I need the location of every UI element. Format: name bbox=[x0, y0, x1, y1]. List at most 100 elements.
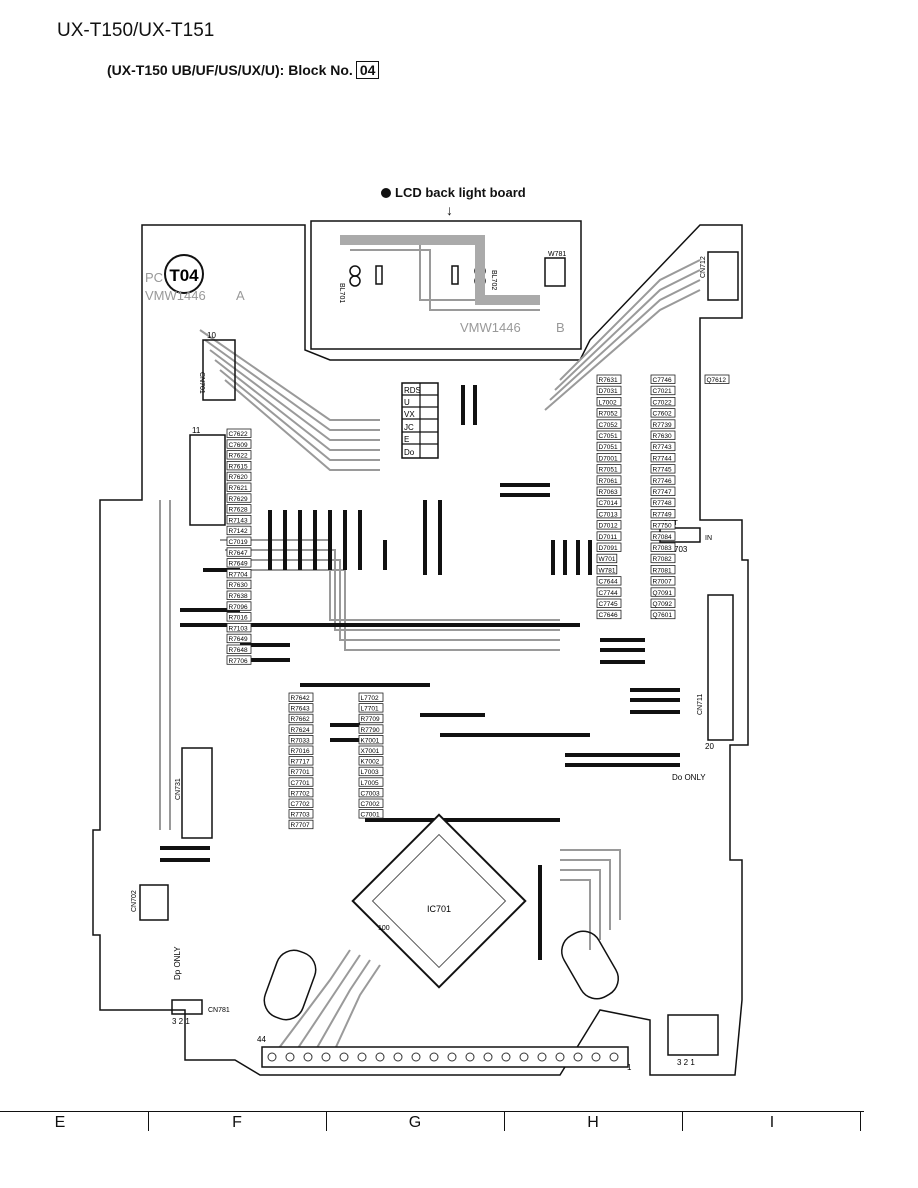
cn711-label: CN711 bbox=[697, 694, 704, 715]
part-label-box bbox=[288, 777, 314, 787]
cn781-label: CN781 bbox=[208, 1007, 230, 1014]
part-label-box bbox=[288, 713, 314, 724]
part-label: R7103 bbox=[229, 625, 249, 632]
part-label-box bbox=[358, 724, 384, 734]
part-label: C7622 bbox=[229, 431, 249, 438]
cn702-connector bbox=[139, 884, 169, 921]
part-label: R7647 bbox=[229, 550, 249, 557]
grid-separator bbox=[860, 1111, 861, 1131]
part-label-box bbox=[596, 609, 622, 620]
part-label-box bbox=[650, 609, 676, 620]
part-label: R7631 bbox=[599, 377, 619, 384]
part-label-box bbox=[650, 587, 676, 597]
cn731-connector bbox=[181, 747, 213, 839]
note-dp-only: Dp ONLY bbox=[173, 946, 182, 980]
part-label-box bbox=[596, 385, 622, 396]
part-label-box bbox=[650, 452, 676, 463]
part-label-box bbox=[226, 482, 252, 492]
part-label: R7747 bbox=[653, 489, 673, 496]
part-label: D7031 bbox=[599, 388, 619, 395]
pin-cn705-top: 11 bbox=[192, 426, 201, 435]
part-label: Q7091 bbox=[653, 590, 673, 597]
part-label: R7750 bbox=[653, 523, 673, 530]
part-label: R7739 bbox=[653, 422, 673, 429]
part-label-box bbox=[288, 735, 314, 745]
part-label-box bbox=[288, 745, 314, 755]
parts-right-group: R7631D7031L7002R7052C7052C7051D7051D7001… bbox=[596, 374, 730, 620]
pin-cn781: 3 2 1 bbox=[172, 1017, 190, 1026]
grid-separator bbox=[148, 1111, 149, 1131]
part-label-box bbox=[596, 430, 622, 440]
part-label-box bbox=[650, 486, 676, 496]
part-label: K7001 bbox=[361, 737, 380, 744]
pcb-code-main: VMW1446 bbox=[145, 288, 206, 303]
part-label-box bbox=[596, 497, 622, 508]
pin-ic702: 3 2 1 bbox=[677, 1058, 695, 1067]
switch-labels: RDS U VX JC E Do bbox=[404, 386, 421, 457]
parts-left-group: C7622C7609R7622R7615R7620R7621R7629R7628… bbox=[226, 428, 252, 665]
part-label: R7052 bbox=[599, 411, 619, 418]
part-label-box bbox=[226, 569, 252, 579]
part-label: C7744 bbox=[599, 590, 619, 597]
part-label-box bbox=[226, 633, 252, 644]
model-title: UX-T150/UX-T151 bbox=[57, 20, 215, 41]
part-label: D7001 bbox=[599, 455, 619, 462]
part-label: C7003 bbox=[361, 790, 381, 797]
part-label: D7011 bbox=[599, 534, 618, 541]
grid-separator bbox=[504, 1111, 505, 1131]
part-label-box bbox=[650, 464, 676, 474]
part-label-box bbox=[226, 623, 252, 633]
part-label-box bbox=[226, 579, 252, 590]
down-arrow-icon: ↓ bbox=[446, 202, 453, 218]
cn701-label: CN701 bbox=[198, 372, 205, 394]
part-label: R7016 bbox=[291, 748, 311, 755]
part-label-box bbox=[226, 536, 252, 546]
part-label-box bbox=[650, 542, 676, 552]
part-label: Q7612 bbox=[707, 377, 727, 384]
cn705-connector bbox=[189, 434, 226, 526]
cn712-connector bbox=[707, 251, 739, 301]
part-label: R7702 bbox=[291, 790, 311, 797]
part-label: C7746 bbox=[653, 377, 673, 384]
part-label-box bbox=[596, 520, 622, 530]
part-label: R7084 bbox=[653, 534, 673, 541]
part-label: C7014 bbox=[599, 500, 619, 507]
part-label-box bbox=[650, 531, 676, 541]
part-label: L7002 bbox=[599, 399, 617, 406]
grid-col-h: H bbox=[587, 1114, 599, 1131]
ic702-connector bbox=[667, 1014, 719, 1056]
part-label: D7051 bbox=[599, 444, 619, 451]
part-label: R7706 bbox=[229, 658, 249, 665]
part-label-box bbox=[226, 428, 252, 438]
part-label-box bbox=[358, 713, 384, 724]
part-label: R7662 bbox=[291, 716, 311, 723]
part-label-box bbox=[650, 576, 676, 586]
switch-label-u: U bbox=[404, 398, 410, 407]
part-label: D7012 bbox=[599, 523, 619, 530]
part-label: R7051 bbox=[599, 467, 619, 474]
part-label: R7622 bbox=[229, 453, 249, 460]
part-label-box bbox=[650, 430, 676, 440]
part-label-box bbox=[650, 475, 676, 485]
part-label: W701 bbox=[599, 556, 616, 563]
part-label-box bbox=[358, 766, 384, 777]
pcb-side-main: A bbox=[236, 288, 245, 303]
part-label: R7648 bbox=[229, 647, 249, 654]
part-label: R7743 bbox=[653, 444, 673, 451]
part-label-box bbox=[596, 374, 622, 384]
part-label: R7063 bbox=[599, 489, 619, 496]
part-label-box bbox=[596, 587, 622, 597]
pc-prefix: PC bbox=[145, 270, 163, 285]
bl701-label: BL701 bbox=[338, 283, 345, 303]
part-label: L7702 bbox=[361, 695, 379, 702]
part-label: C7052 bbox=[599, 422, 619, 429]
part-label-box bbox=[226, 460, 252, 471]
part-label-box bbox=[358, 735, 384, 745]
cn712-label: CN712 bbox=[700, 256, 707, 278]
part-label-box bbox=[358, 745, 384, 755]
part-label: R7707 bbox=[291, 822, 311, 829]
ic703-in: IN bbox=[705, 535, 712, 542]
part-label: R7744 bbox=[653, 455, 673, 462]
part-label-box bbox=[226, 547, 252, 557]
part-label: Q7092 bbox=[653, 601, 673, 608]
